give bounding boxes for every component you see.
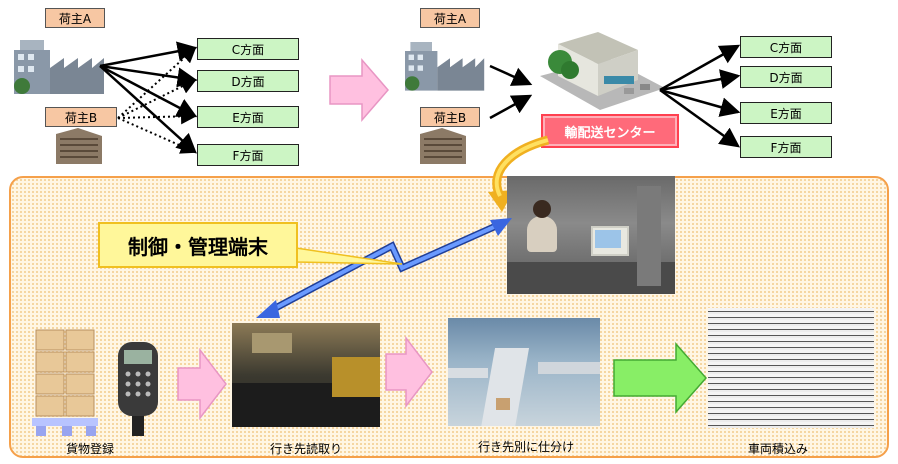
after-destination-e-box: E方面 — [740, 102, 832, 124]
after-destination-c-box: C方面 — [740, 36, 832, 58]
after-destination-f-box: F方面 — [740, 136, 832, 158]
step-destination-reading-label: 行き先読取り — [269, 442, 342, 456]
control-terminal-label: 制御・管理端末 — [98, 222, 298, 268]
distribution-center-label: 輸配送センター — [541, 114, 679, 148]
destination-e-box: E方面 — [197, 106, 299, 128]
sorting-conveyor-photo — [448, 318, 600, 426]
after-shipper-b-label: 荷主B — [420, 107, 480, 127]
vehicle-loading-photo — [708, 308, 874, 428]
step-vehicle-loading-label: 車両積込み — [747, 442, 808, 456]
control-terminal-photo — [507, 176, 675, 294]
shipper-b-label: 荷主B — [45, 107, 117, 127]
after-shipper-a-label: 荷主A — [420, 8, 480, 28]
after-destination-d-box: D方面 — [740, 66, 832, 88]
destination-c-box: C方面 — [197, 38, 299, 60]
step-sorting-label: 行き先別に仕分け — [477, 440, 574, 454]
destination-reading-photo — [232, 323, 380, 427]
destination-f-box: F方面 — [197, 144, 299, 166]
step-cargo-registration-label: 貨物登録 — [65, 442, 114, 456]
shipper-a-label: 荷主A — [45, 8, 105, 28]
destination-d-box: D方面 — [197, 70, 299, 92]
